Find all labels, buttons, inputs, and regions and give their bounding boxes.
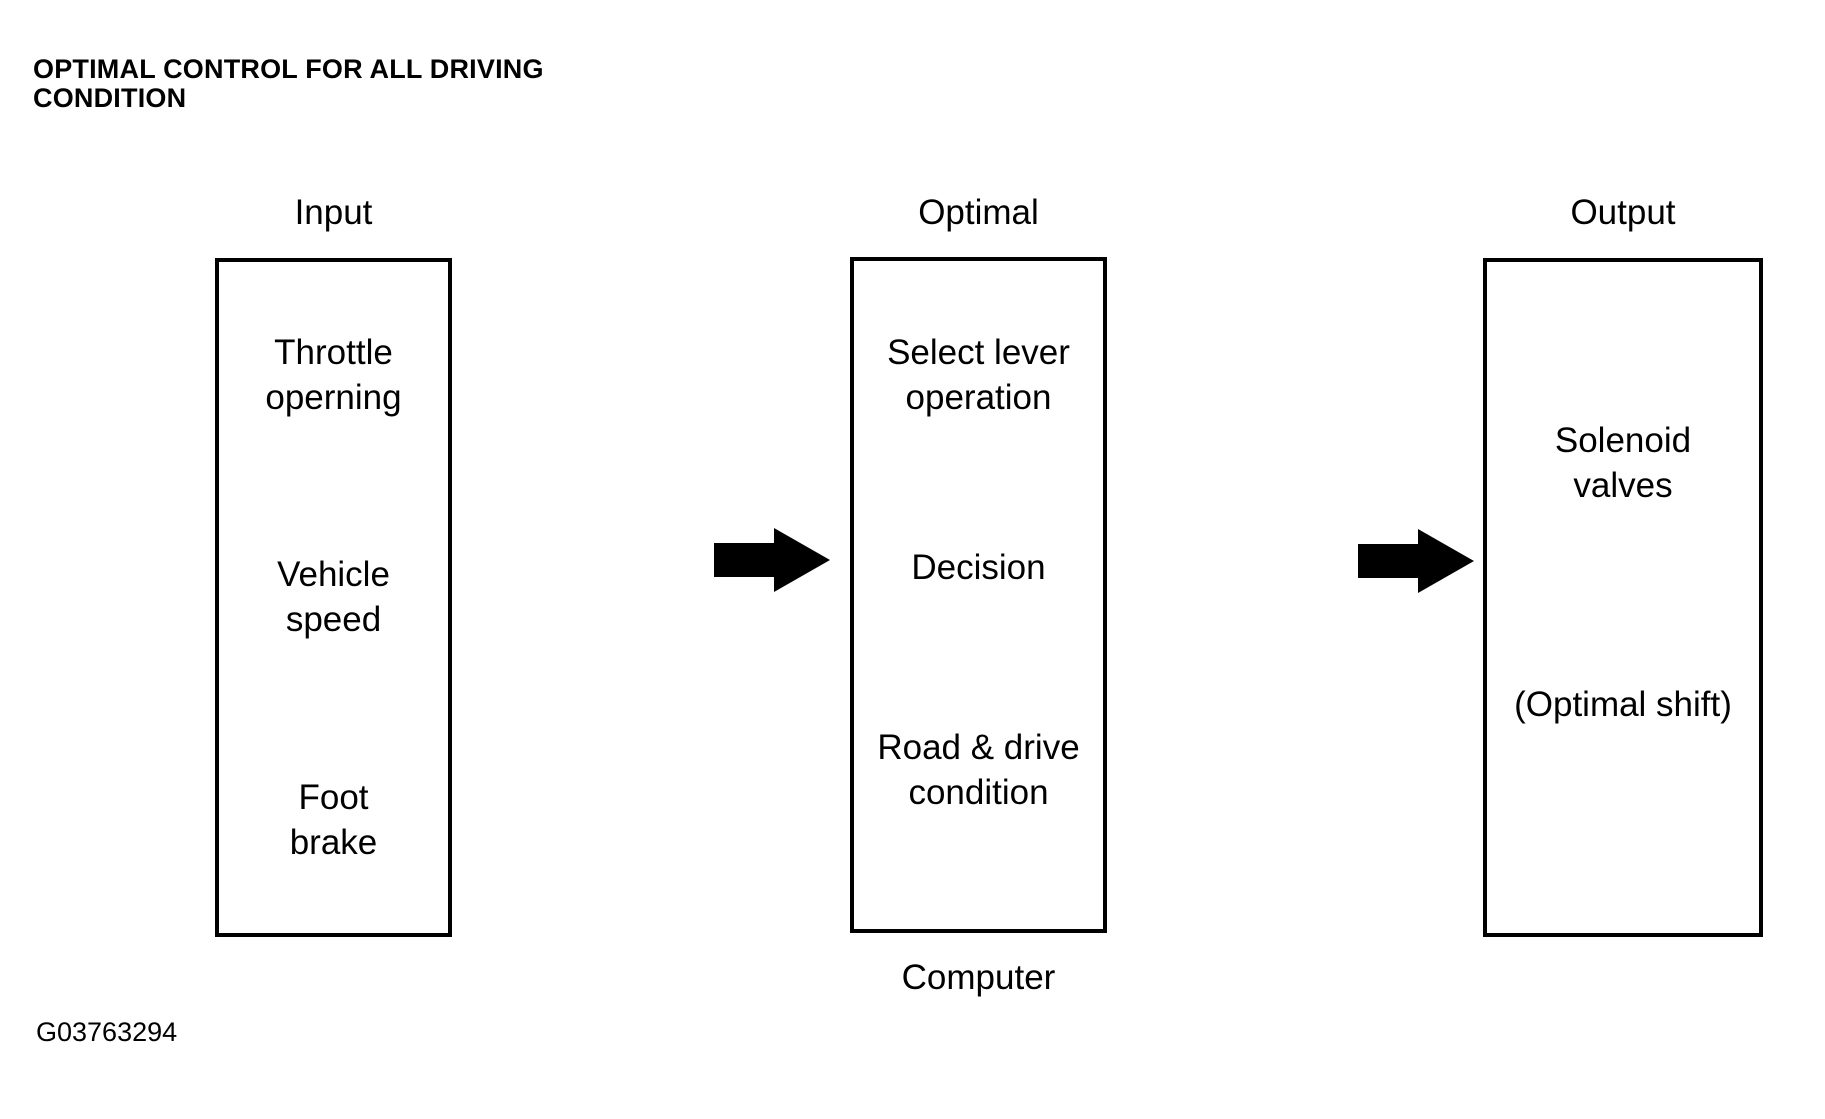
page-title: OPTIMAL CONTROL FOR ALL DRIVING CONDITIO…	[33, 54, 544, 113]
computer-item-decision: Decision	[911, 548, 1046, 587]
computer-caption: Computer	[901, 958, 1056, 997]
column-label-optimal: Optimal	[918, 193, 1039, 232]
figure-id: G03763294	[36, 1017, 178, 1047]
computer-box: Select lever operation Decision Road & d…	[850, 257, 1107, 933]
column-label-output: Output	[1570, 193, 1676, 232]
arrow-right-icon	[714, 528, 830, 592]
computer-item-select-lever-operation: Select lever operation	[887, 333, 1070, 417]
input-item-vehicle-speed: Vehicle speed	[277, 555, 390, 639]
input-item-foot-brake: Foot brake	[289, 778, 378, 862]
computer-item-road-drive-condition: Road & drive condition	[877, 728, 1080, 812]
input-box: Throttle operning Vehicle speed Foot bra…	[215, 258, 452, 937]
column-label-input: Input	[294, 193, 373, 232]
input-item-throttle-opening: Throttle operning	[265, 333, 402, 417]
arrow-right-icon	[1358, 529, 1474, 593]
output-item-solenoid-valves: Solenoid valves	[1554, 421, 1692, 505]
output-box: Solenoid valves (Optimal shift)	[1483, 258, 1763, 937]
output-item-optimal-shift: (Optimal shift)	[1514, 685, 1732, 724]
